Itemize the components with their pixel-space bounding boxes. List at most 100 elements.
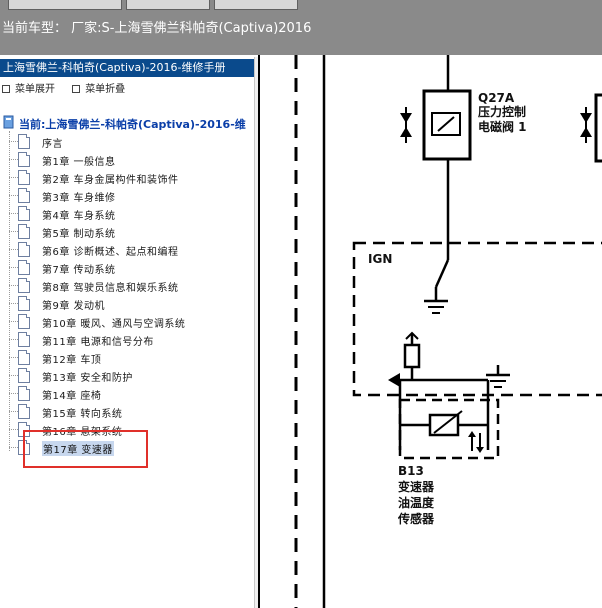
ground-symbol <box>486 365 510 388</box>
collapse-menu-button[interactable]: 菜单折叠 <box>72 80 125 95</box>
document-icon <box>18 314 30 329</box>
b13-name-line-1: 变速器 <box>398 479 435 494</box>
toolbar-button-1[interactable] <box>8 0 122 10</box>
tree-branch-line <box>9 321 18 322</box>
tree-branch-line <box>9 159 18 160</box>
right-valve-symbol <box>580 93 602 163</box>
expand-menu-button[interactable]: 菜单展开 <box>2 80 55 95</box>
collapse-menu-label: 菜单折叠 <box>85 84 126 95</box>
tree-item[interactable]: 第9章 发动机 <box>0 294 254 312</box>
document-icon <box>18 224 30 239</box>
tree-item-label: 第9章 发动机 <box>42 301 106 312</box>
b13-name-line-3: 传感器 <box>397 511 435 526</box>
top-bar: 当前车型： 厂家:S-上海雪佛兰科帕奇(Captiva)2016 <box>0 0 602 55</box>
b13-name-line-2: 油温度 <box>398 495 435 510</box>
tree-item[interactable]: 第4章 车身系统 <box>0 204 254 222</box>
manual-navigation-pane: 上海雪佛兰-科帕奇(Captiva)-2016-维修手册 菜单展开 菜单折叠 <box>0 55 257 608</box>
wiring-diagram: Q27A 压力控制 电磁阀 1 IGN <box>258 55 602 608</box>
tree-branch-line <box>9 447 18 448</box>
q27a-name-line-1: 压力控制 <box>478 104 526 119</box>
tree-item[interactable]: 第7章 传动系统 <box>0 258 254 276</box>
q27a-solenoid-symbol <box>422 55 472 243</box>
tree-item[interactable]: 第12章 车顶 <box>0 348 254 366</box>
tree-item-label: 第13章 安全和防护 <box>42 373 133 384</box>
tree-branch-line <box>9 249 18 250</box>
chapter-tree: 当前:上海雪佛兰-科帕奇(Captiva)-2016-维 序言第1章 一般信息第… <box>0 112 254 608</box>
manual-title-header: 上海雪佛兰-科帕奇(Captiva)-2016-维修手册 <box>0 59 254 77</box>
tree-item-label: 第6章 诊断概述、起点和编程 <box>42 247 179 258</box>
tree-branch-line <box>9 393 18 394</box>
tree-item-label: 第10章 暖风、通风与空调系统 <box>42 319 186 330</box>
tree-item-label: 第2章 车身金属构件和装饰件 <box>42 175 179 186</box>
menu-controls: 菜单展开 菜单折叠 <box>2 80 139 95</box>
tree-item[interactable]: 第10章 暖风、通风与空调系统 <box>0 312 254 330</box>
tree-branch-line <box>9 285 18 286</box>
document-icon <box>18 350 30 365</box>
tree-item-label: 第7章 传动系统 <box>42 265 116 276</box>
ignition-switch-symbol <box>424 243 450 314</box>
tree-branch-line <box>9 267 18 268</box>
tree-item[interactable]: 第1章 一般信息 <box>0 150 254 168</box>
expand-menu-label: 菜单展开 <box>15 84 55 95</box>
document-icon <box>18 134 30 149</box>
tree-branch-line <box>9 303 18 304</box>
tree-item[interactable]: 第8章 驾驶员信息和娱乐系统 <box>0 276 254 294</box>
tree-item[interactable]: 序言 <box>0 132 254 150</box>
tree-branch-line <box>9 429 18 430</box>
current-car-model-label: 当前车型： 厂家:S-上海雪佛兰科帕奇(Captiva)2016 <box>2 21 312 36</box>
document-icon <box>18 368 30 383</box>
q27a-name-line-2: 电磁阀 1 <box>478 119 527 134</box>
ign-label: IGN <box>368 252 392 266</box>
resistor-symbol <box>403 331 421 380</box>
collapse-square-icon <box>72 85 81 93</box>
toolbar-button-2[interactable] <box>126 0 210 10</box>
document-icon <box>18 188 30 203</box>
tree-item-label: 第4章 车身系统 <box>42 211 116 222</box>
tree-item[interactable]: 第5章 制动系统 <box>0 222 254 240</box>
tree-item[interactable]: 第11章 电源和信号分布 <box>0 330 254 348</box>
tree-item[interactable]: 第6章 诊断概述、起点和编程 <box>0 240 254 258</box>
ecu-dashed-box <box>352 241 602 397</box>
tree-branch-line <box>9 195 18 196</box>
tree-item[interactable]: 第15章 转向系统 <box>0 402 254 420</box>
tree-item-label: 第5章 制动系统 <box>42 229 116 240</box>
tree-root-label: 当前:上海雪佛兰-科帕奇(Captiva)-2016-维 <box>19 118 246 131</box>
tree-item-label: 第12章 车顶 <box>42 355 102 366</box>
tree-connector-line <box>9 131 10 451</box>
wiring-diagram-canvas: Q27A 压力控制 电磁阀 1 IGN <box>258 55 602 608</box>
document-icon <box>18 404 30 419</box>
q27a-valve-icon <box>400 107 412 143</box>
tree-branch-line <box>9 357 18 358</box>
tree-item-label: 第1章 一般信息 <box>42 157 116 168</box>
document-icon <box>18 152 30 167</box>
tree-item-label: 第11章 电源和信号分布 <box>42 337 154 348</box>
document-icon <box>18 242 30 257</box>
b13-id-label: B13 <box>398 464 424 478</box>
tree-branch-line <box>9 213 18 214</box>
manual-root-icon <box>3 115 14 129</box>
tree-item[interactable]: 第2章 车身金属构件和装饰件 <box>0 168 254 186</box>
document-icon <box>18 260 30 275</box>
b13-sensor-circuit <box>388 373 490 453</box>
tree-item[interactable]: 第13章 安全和防护 <box>0 366 254 384</box>
tree-item[interactable]: 第14章 座椅 <box>0 384 254 402</box>
document-icon <box>18 278 30 293</box>
tree-item-label: 第14章 座椅 <box>42 391 102 402</box>
tree-item-label: 第15章 转向系统 <box>42 409 123 420</box>
tree-item-label: 第3章 车身维修 <box>42 193 116 204</box>
toolbar-button-3[interactable] <box>214 0 298 10</box>
tree-item[interactable]: 第3章 车身维修 <box>0 186 254 204</box>
q27a-id-label: Q27A <box>478 91 515 105</box>
expand-square-icon <box>2 85 10 93</box>
tree-branch-line <box>9 177 18 178</box>
tree-branch-line <box>9 411 18 412</box>
document-icon <box>18 332 30 347</box>
document-icon <box>18 206 30 221</box>
tree-item-label: 第8章 驾驶员信息和娱乐系统 <box>42 283 179 294</box>
tree-item-label: 序言 <box>42 139 63 150</box>
b13-dashed-box <box>398 398 500 460</box>
document-icon <box>18 386 30 401</box>
tree-item-label: 第17章 变速器 <box>42 441 114 456</box>
tree-branch-line <box>9 375 18 376</box>
selection-highlight-box <box>23 430 148 468</box>
